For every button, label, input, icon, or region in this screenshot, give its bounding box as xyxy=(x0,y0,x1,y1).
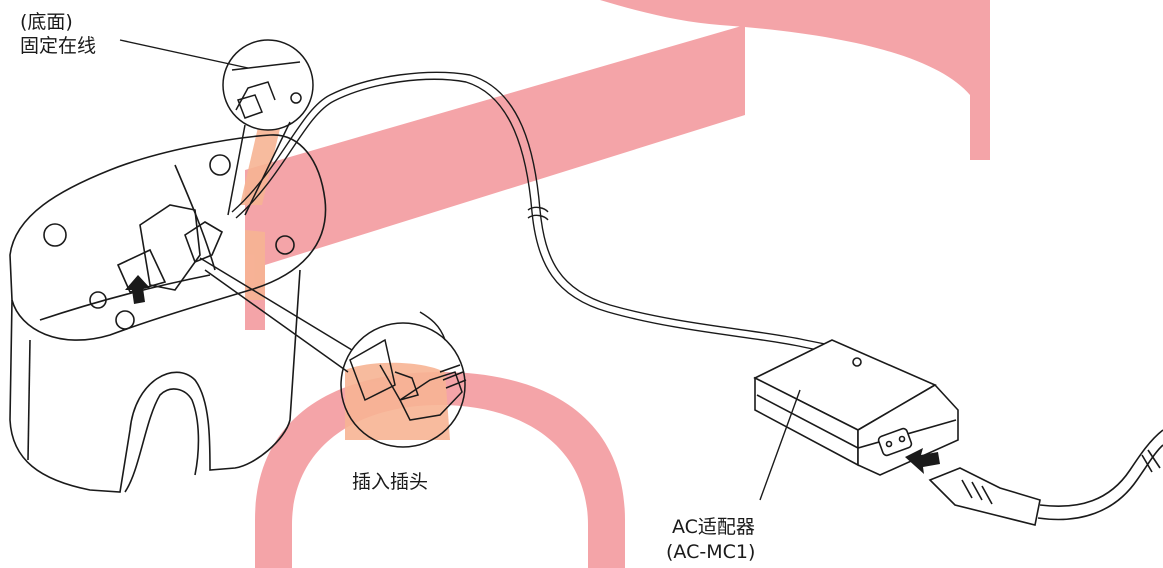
cord-outer xyxy=(231,71,831,346)
connector-plug xyxy=(184,221,224,264)
mains-plug-grip xyxy=(961,479,993,505)
plug-detail xyxy=(349,338,419,402)
mains-plug xyxy=(928,429,1163,526)
highlight-cord-clip xyxy=(240,110,282,205)
plug-body xyxy=(399,371,463,421)
label-insert-plug: 插入插头 xyxy=(352,471,429,493)
mains-cable xyxy=(1039,429,1163,508)
device-hole xyxy=(209,154,231,176)
ac-adapter xyxy=(753,339,959,476)
cord-inner xyxy=(235,78,829,353)
clip-hook xyxy=(237,94,263,119)
leader-fix-cord xyxy=(119,39,249,69)
highlight-socket xyxy=(245,230,265,300)
mains-plug-body xyxy=(928,467,1041,526)
inlet-pin xyxy=(885,440,893,448)
device-left-edge xyxy=(27,339,31,461)
device-top-face xyxy=(9,134,327,341)
adapter-led xyxy=(852,357,862,367)
connector-recess xyxy=(116,248,167,293)
zoom-circle-top xyxy=(222,39,314,131)
zoom-circle-plug xyxy=(199,257,467,448)
inlet-pin xyxy=(898,435,906,443)
label-adapter-model: (AC-MC1) xyxy=(666,541,756,563)
adapter-seam xyxy=(756,394,957,449)
plug-grip xyxy=(439,364,467,389)
label-fix-cord: 固定在线 xyxy=(20,35,97,57)
connector-bracket xyxy=(139,204,201,291)
watermark-right-bar xyxy=(600,0,990,160)
device-front-body xyxy=(9,269,301,493)
zoom-circle-bottom xyxy=(340,322,466,448)
device-base xyxy=(9,134,327,493)
zoom-pointer-bottom xyxy=(199,257,353,373)
device-hole xyxy=(275,235,295,255)
device-hole xyxy=(89,291,107,309)
device-hole xyxy=(43,223,67,247)
device-seam-2 xyxy=(174,164,216,271)
arrow-up-icon xyxy=(125,275,150,304)
zoom-circle-clip xyxy=(222,39,314,216)
leader-adapter xyxy=(759,389,801,501)
cord-break-mark xyxy=(527,206,549,221)
highlight-plug-zoom xyxy=(345,362,450,440)
label-adapter-name: AC适配器 xyxy=(672,516,755,538)
mains-cable-inner xyxy=(1037,444,1163,521)
label-bottom-note: (底面) xyxy=(20,11,73,33)
leader-lines xyxy=(119,39,801,501)
clip-hole xyxy=(290,92,302,104)
device-cutout xyxy=(124,388,200,493)
mains-cable-break xyxy=(1141,449,1161,473)
zoom-pointer-top xyxy=(227,121,291,216)
highlight-zones xyxy=(240,110,450,440)
plug-cord-stub xyxy=(419,311,446,341)
device-seam xyxy=(39,274,211,321)
arrow-left-icon xyxy=(905,448,940,474)
power-cord xyxy=(231,71,831,353)
watermark-diagonal-band xyxy=(245,25,745,330)
adapter-inlet xyxy=(877,427,913,457)
device-hole xyxy=(115,310,135,330)
